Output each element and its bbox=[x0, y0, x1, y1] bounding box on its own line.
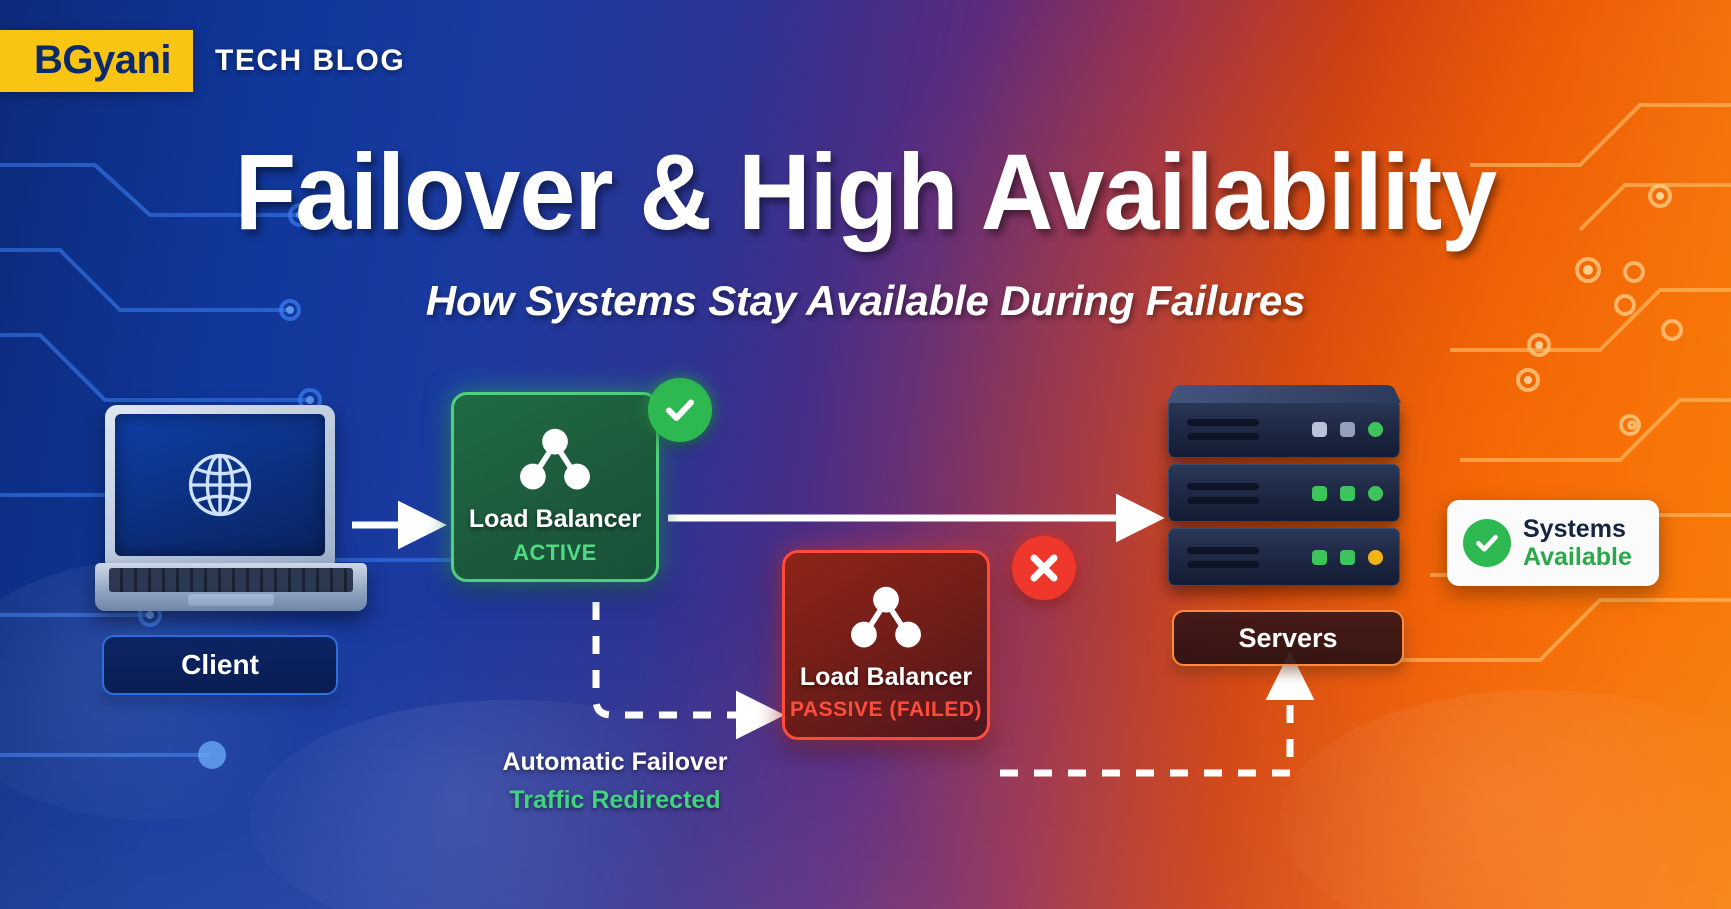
status-badge-line2: Available bbox=[1523, 543, 1632, 571]
page-subtitle: How Systems Stay Available During Failur… bbox=[425, 277, 1306, 324]
brand-tagline: TECH BLOG bbox=[215, 44, 406, 77]
server-unit bbox=[1167, 384, 1401, 458]
load-balancer-state: ACTIVE bbox=[513, 540, 597, 565]
load-balancer-passive[interactable]: Load Balancer PASSIVE (FAILED) bbox=[782, 550, 990, 740]
server-led bbox=[1368, 485, 1383, 501]
globe-icon bbox=[188, 453, 252, 517]
server-leds bbox=[1312, 549, 1383, 565]
status-badge-text: Systems Available bbox=[1523, 515, 1632, 571]
load-balancer-state: PASSIVE (FAILED) bbox=[790, 698, 982, 721]
failover-caption-line1: Automatic Failover bbox=[502, 748, 728, 776]
network-node-icon bbox=[520, 428, 590, 490]
server-led bbox=[1340, 485, 1355, 501]
servers-node[interactable]: Servers bbox=[1167, 384, 1408, 666]
laptop-screen bbox=[115, 414, 325, 556]
client-label: Client bbox=[102, 635, 338, 695]
brand-logo[interactable]: BGyani TECH BLOG bbox=[0, 30, 405, 92]
failover-caption-line2: Traffic Redirected bbox=[509, 786, 721, 814]
server-led bbox=[1368, 421, 1383, 437]
page-title: Failover & High Availability bbox=[234, 131, 1497, 252]
server-unit bbox=[1168, 528, 1400, 586]
servers-label: Servers bbox=[1172, 610, 1404, 666]
laptop-keyboard bbox=[109, 568, 353, 592]
server-led bbox=[1312, 485, 1327, 501]
laptop-base bbox=[95, 563, 367, 611]
server-led bbox=[1312, 421, 1327, 437]
status-badge-line1: Systems bbox=[1523, 515, 1626, 543]
server-leds bbox=[1312, 421, 1383, 437]
server-vents bbox=[1187, 482, 1259, 504]
server-led bbox=[1340, 421, 1355, 437]
server-led bbox=[1340, 549, 1355, 565]
status-badge[interactable]: Systems Available bbox=[1447, 500, 1659, 586]
server-unit bbox=[1168, 464, 1400, 522]
server-vents bbox=[1187, 418, 1259, 440]
laptop-lid bbox=[105, 405, 335, 565]
server-led bbox=[1368, 549, 1383, 565]
brand-badge: BGyani bbox=[0, 30, 194, 92]
failover-caption: Automatic Failover Traffic Redirected bbox=[470, 748, 760, 815]
load-balancer-title: Load Balancer bbox=[799, 663, 973, 691]
check-circle-icon bbox=[648, 378, 712, 442]
client-node[interactable]: Client bbox=[95, 405, 367, 695]
laptop-trackpad bbox=[188, 594, 274, 606]
network-node-icon bbox=[851, 586, 921, 648]
server-led bbox=[1312, 549, 1327, 565]
cloud-decoration bbox=[1280, 690, 1731, 909]
load-balancer-title: Load Balancer bbox=[468, 505, 642, 533]
server-leds bbox=[1312, 485, 1383, 501]
server-top-face bbox=[1167, 384, 1401, 403]
check-circle-icon bbox=[1463, 519, 1511, 567]
server-vents bbox=[1187, 546, 1259, 568]
x-circle-icon bbox=[1012, 536, 1076, 600]
load-balancer-active[interactable]: Load Balancer ACTIVE bbox=[451, 392, 659, 582]
